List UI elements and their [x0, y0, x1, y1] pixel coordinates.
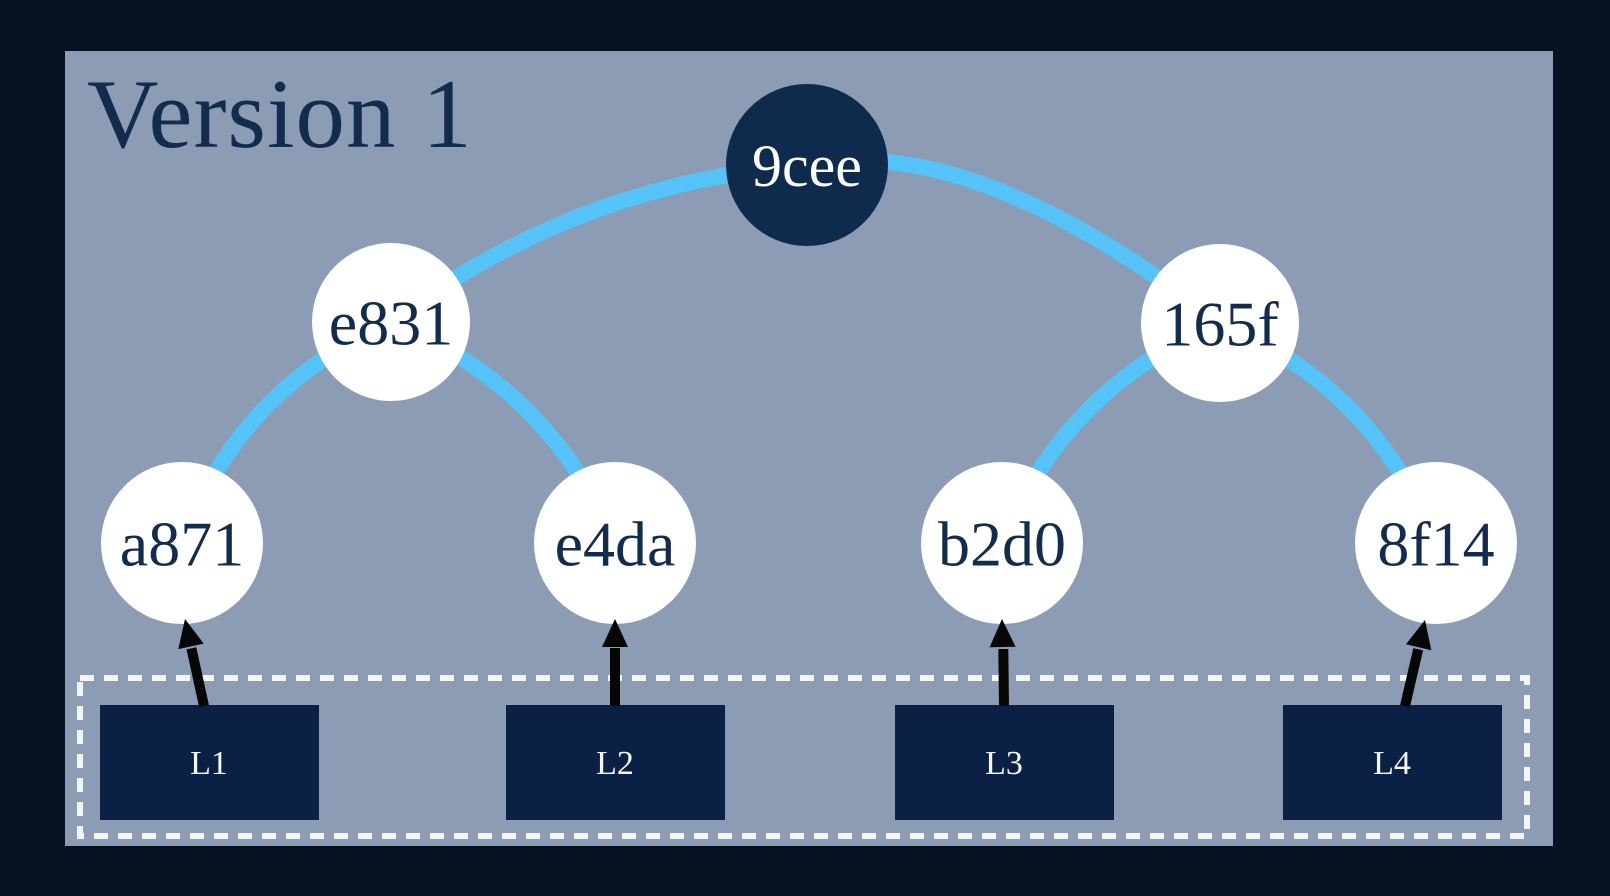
arrow-shaft-icon: [186, 647, 209, 708]
hash-arrow-l1-a871: [178, 619, 209, 708]
hash-arrow-l2-e4da: [602, 619, 628, 706]
hash-arrow-l3-b2d0: [989, 619, 1016, 707]
leaf-group-dashed-border: [77, 675, 1530, 839]
leaf-hash-label-b2d0: b2d0: [938, 508, 1066, 579]
leaf-hash-label-a871: a871: [120, 508, 244, 579]
internal-hash-label-165f: 165f: [1161, 288, 1279, 359]
leaf-block-label-l1: L1: [190, 745, 228, 782]
leaf-block-l2: [506, 705, 725, 820]
internal-hash-node-e831: [312, 243, 470, 401]
leaf-block-l1: [100, 705, 319, 820]
leaf-block-label-l2: L2: [596, 745, 634, 782]
arrow-head-icon: [1406, 620, 1432, 651]
merkle-tree-canvas: 9cee e831 165f a871 e4da b2d0 8f14 L1: [77, 84, 1530, 839]
leaf-block-label-l4: L4: [1373, 745, 1411, 782]
leaf-hash-label-e4da: e4da: [555, 508, 676, 579]
internal-hash-node-165f: [1141, 244, 1299, 402]
version-title: Version 1: [87, 60, 473, 169]
arrow-head-icon: [602, 619, 628, 647]
arrow-shaft-icon: [1400, 648, 1424, 708]
root-hash-label: 9cee: [752, 133, 862, 199]
leaf-block-l3: [895, 705, 1114, 820]
version-panel: 9cee e831 165f a871 e4da b2d0 8f14 L1: [65, 51, 1553, 846]
root-hash-node: [726, 84, 888, 246]
leaf-hash-node-e4da: [534, 462, 696, 624]
hash-arrows: [178, 619, 1432, 708]
leaf-block-l4: [1283, 705, 1502, 820]
arrow-shaft-icon: [998, 648, 1009, 707]
leaf-blocks: L1 L2 L3 L4: [100, 705, 1502, 820]
tree-nodes: 9cee e831 165f a871 e4da b2d0 8f14: [101, 84, 1517, 624]
leaf-hash-node-b2d0: [921, 462, 1083, 624]
arrow-head-icon: [989, 619, 1016, 648]
internal-hash-label-e831: e831: [329, 287, 453, 358]
hash-arrow-l4-8f14: [1400, 620, 1432, 708]
leaf-block-label-l3: L3: [985, 745, 1023, 782]
leaf-hash-node-8f14: [1355, 462, 1517, 624]
leaf-hash-node-a871: [101, 462, 263, 624]
arrow-head-icon: [178, 619, 204, 650]
leaf-hash-label-8f14: 8f14: [1377, 508, 1494, 579]
